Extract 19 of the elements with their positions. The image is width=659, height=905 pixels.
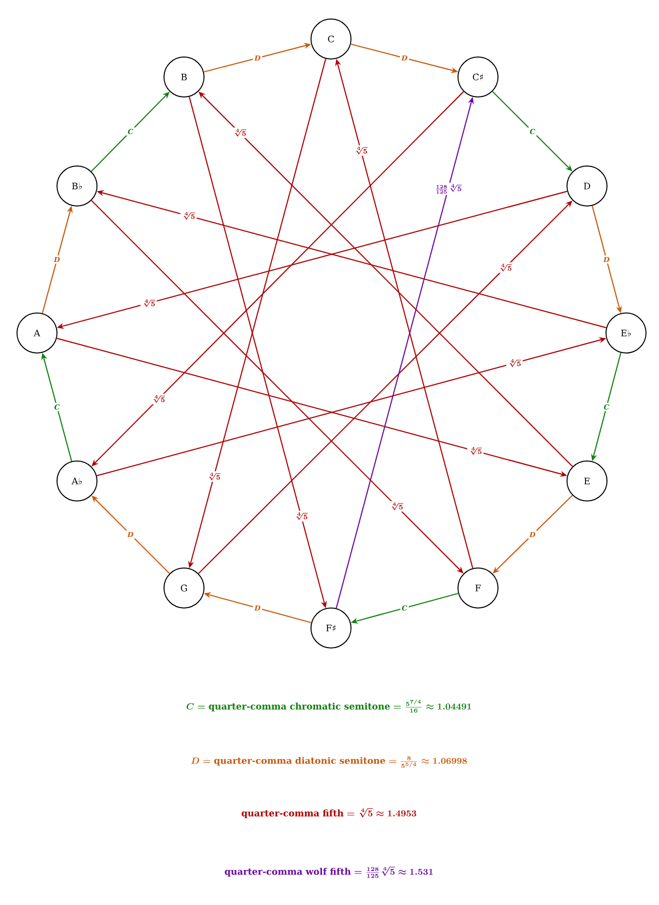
edge-label: $\sqrt[4]{5}$	[150, 394, 167, 404]
arrow	[198, 200, 572, 574]
arrow	[92, 496, 170, 574]
edge-label: $\sqrt[4]{5}$	[231, 127, 248, 138]
formula-note: $\text{quarter-comma wolf fifth} = \frac{128}{125}\sqrt[4]{5} \approx 1.531$	[224, 866, 433, 878]
edge-label: $\sqrt[4]{5}$	[140, 298, 157, 308]
edge-label: $\sqrt[4]{5}$	[467, 446, 484, 456]
edge-label: $\frac{128}{125}\sqrt[4]{5}$	[433, 182, 464, 195]
formula-note: $D = \text{quarter-comma diatonic semitone} = \frac{8}{5^{5/4}} \approx 1.06998$	[191, 756, 467, 768]
edge-label: $\sqrt[4]{5}$	[352, 145, 369, 156]
formula-note: $C = \text{quarter-comma chromatic semitone} = \frac{5^{7/4}}{16} \approx 1.04491$	[186, 700, 472, 713]
edge-label: $\sqrt[4]{5}$	[180, 210, 197, 222]
edge-label: $\sqrt[4]{5}$	[388, 501, 405, 512]
edge-label: $\sqrt[4]{5}$	[293, 510, 310, 522]
edge-label: $\sqrt[4]{5}$	[506, 358, 523, 368]
arrow	[492, 91, 572, 172]
formula-note: $\text{quarter-comma fifth} = \sqrt[4]{5} \approx 1.4953$	[242, 808, 416, 818]
edge-label: $\sqrt[4]{5}$	[497, 262, 514, 273]
edge-label: $\sqrt[4]{5}$	[206, 471, 222, 482]
